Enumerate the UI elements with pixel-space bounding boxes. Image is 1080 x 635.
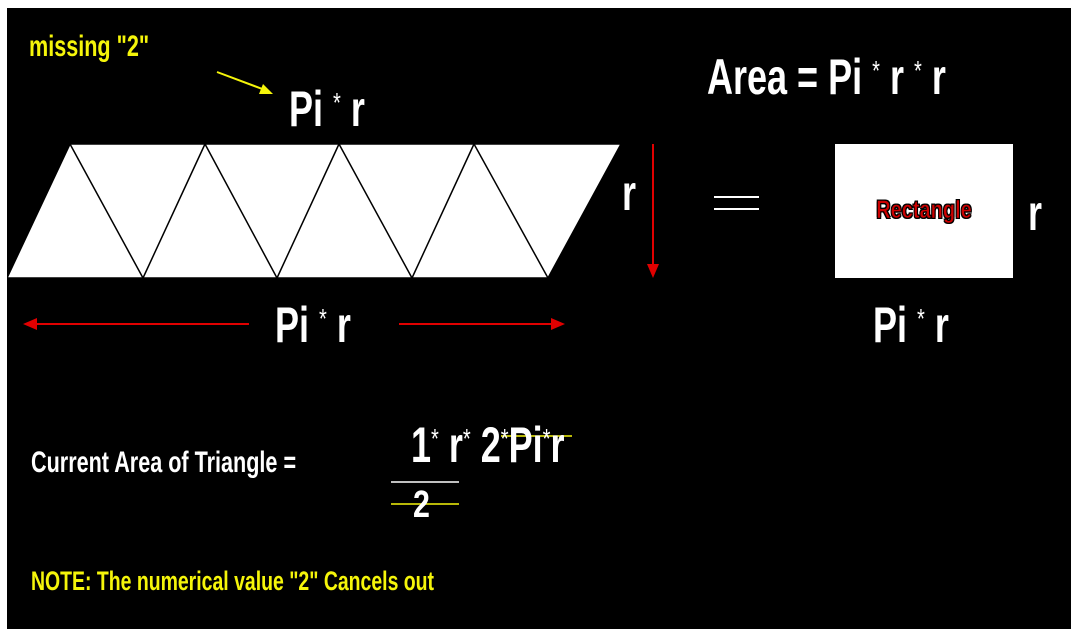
rect-star-text: *: [917, 303, 925, 334]
expr-r-1: r: [448, 417, 463, 473]
triangle-area-expression: 1* r* 2*Pi*r: [411, 420, 565, 470]
rectangle-label: Rectangle: [876, 196, 972, 225]
bottom-pi-text: Pi: [275, 297, 310, 353]
bottom-pi-r-formula: Pi * r: [275, 300, 351, 350]
area-star-1: *: [872, 55, 880, 86]
rect-pi-text: Pi: [873, 297, 908, 353]
area-formula: Area = Pi * r * r: [707, 52, 946, 102]
area-star-2: *: [914, 55, 922, 86]
expr-pi: Pi: [508, 417, 543, 473]
area-lead-text: Area = Pi: [707, 49, 863, 105]
expr-r-2: r: [550, 417, 565, 473]
rectangle-pi-r-formula: Pi * r: [873, 300, 949, 350]
area-r-1: r: [889, 49, 904, 105]
area-r-2: r: [931, 49, 946, 105]
note-text: NOTE: The numerical value "2" Cancels ou…: [31, 566, 435, 596]
slide-canvas: missing "2" Pi * r Area = Pi * r * r r P…: [7, 8, 1071, 629]
pointer-arrow: [216, 71, 273, 94]
rectangle-shape: Rectangle: [835, 144, 1013, 278]
expr-star-4: *: [542, 423, 551, 454]
top-star-text: *: [333, 87, 341, 118]
missing-two-label: missing "2": [29, 30, 150, 63]
top-pi-r-formula: Pi * r: [289, 84, 365, 134]
triangle-dividers: [69, 143, 549, 279]
expr-one: 1: [411, 417, 432, 473]
expr-two-cancelled: 2: [480, 417, 501, 473]
expr-star-1: *: [431, 423, 439, 454]
top-r-text: r: [350, 81, 365, 137]
top-pi-text: Pi: [289, 81, 324, 137]
fraction-lines: [391, 435, 572, 505]
expr-star-2: *: [462, 423, 471, 454]
equals-sign: [714, 196, 759, 210]
parallelogram-shape: [7, 143, 623, 279]
expr-star-3: *: [500, 423, 509, 454]
bottom-star-text: *: [319, 303, 327, 334]
rectangle-side-label: r: [1028, 185, 1043, 241]
width-arrow-right: [399, 318, 565, 330]
parallelogram-height-label: r: [622, 165, 637, 221]
rect-r-text: r: [934, 297, 949, 353]
height-arrow: [647, 144, 659, 278]
triangle-area-label: Current Area of Triangle =: [31, 446, 297, 479]
bottom-r-text: r: [336, 297, 351, 353]
diagram-graphics: [7, 71, 759, 505]
width-arrow-left: [23, 318, 249, 330]
fraction-denominator: 2: [413, 484, 430, 526]
